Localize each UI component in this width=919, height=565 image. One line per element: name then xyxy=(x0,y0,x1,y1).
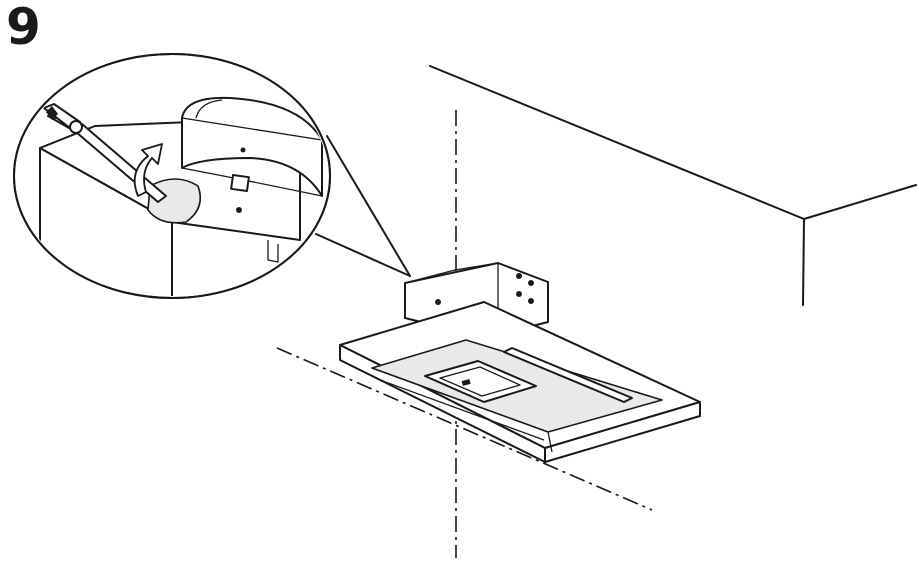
callout-leader xyxy=(315,135,411,277)
step-number: 9 xyxy=(6,0,41,56)
range-hood xyxy=(339,262,701,463)
duct-collar xyxy=(181,96,323,213)
hood-frame-side xyxy=(544,401,701,463)
motor-housing xyxy=(424,360,537,403)
curved-arrow-icon xyxy=(133,143,163,197)
horizontal-center-axis xyxy=(276,347,653,511)
ceiling-wall-corner xyxy=(429,65,917,306)
detail-callout xyxy=(13,53,331,299)
light-strip xyxy=(503,347,633,403)
